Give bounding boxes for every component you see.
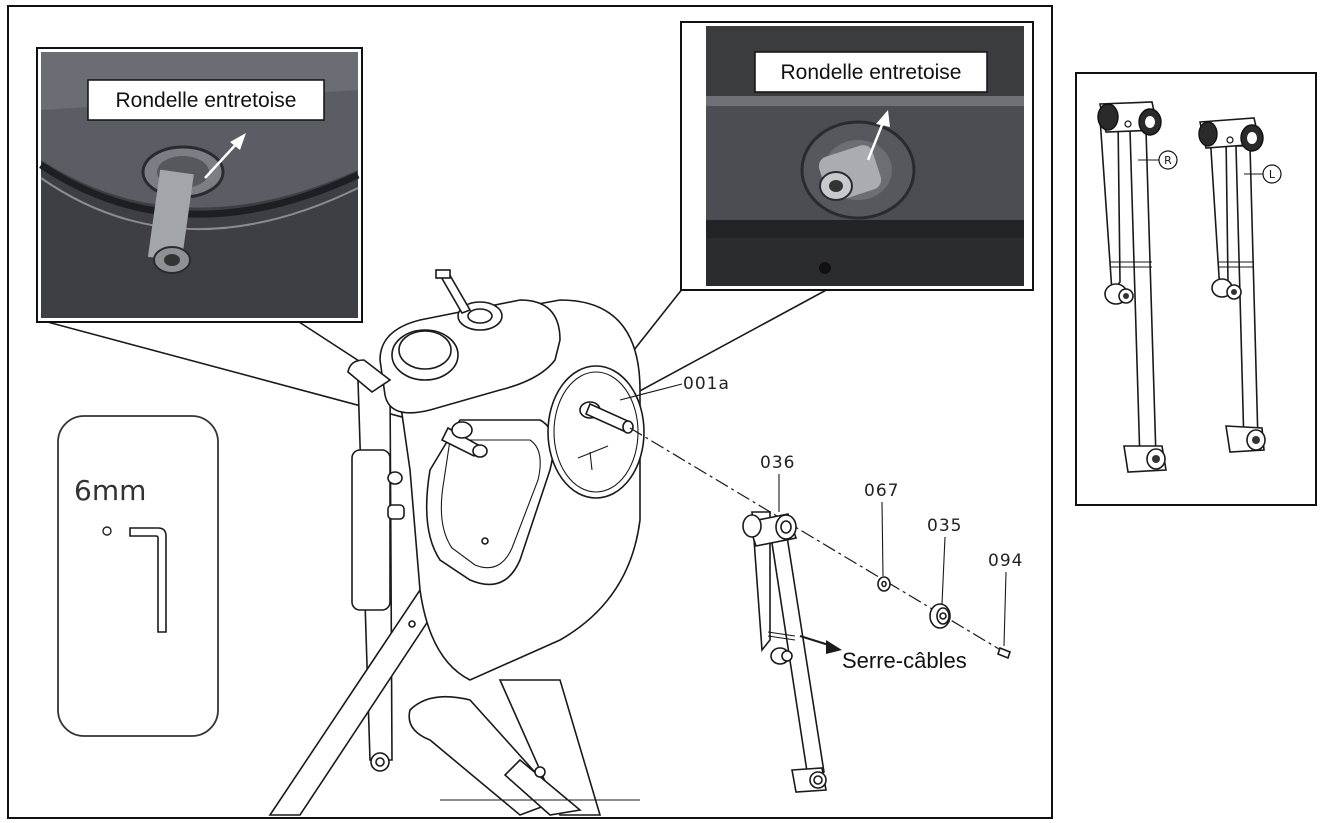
right-arm-drawing: R [1097,101,1178,473]
part-label-035: 035 [927,516,962,536]
right-marker-label: R [1164,154,1172,167]
right-photo-label-box [754,51,988,93]
tool-size-label: 6mm [74,474,146,507]
part-label-036: 036 [760,453,795,473]
part-label-001a: 001a [683,374,730,394]
right-marker-circle [1158,150,1178,170]
tool-box: 6mm [57,415,219,737]
allen-key-icon [129,527,167,633]
left-marker-label: L [1269,168,1276,181]
right-photo-label: Rondelle entretoise [781,61,962,84]
left-photo-callout: Rondelle entretoise [36,47,463,433]
part-label-067: 067 [864,481,899,501]
part-094-bolt [997,646,1011,660]
part-label-094: 094 [988,551,1023,571]
left-marker-circle [1262,164,1282,184]
arrow-head-icon [826,640,842,654]
left-photo-label: Rondelle entretoise [116,89,297,112]
dot-icon [102,526,112,536]
exploded-parts: Serre-câbles 001a 036 067 035 094 [619,374,1023,793]
elliptical-frame-drawing [268,269,645,816]
left-photo-label-box [87,79,325,121]
part-036-arm [742,511,827,793]
cable-tie-label: Serre-câbles [842,648,967,673]
left-arm-drawing: L [1198,117,1282,453]
right-photo-callout: Rondelle entretoise [595,21,1034,407]
arms-inset: R L [1075,72,1317,506]
